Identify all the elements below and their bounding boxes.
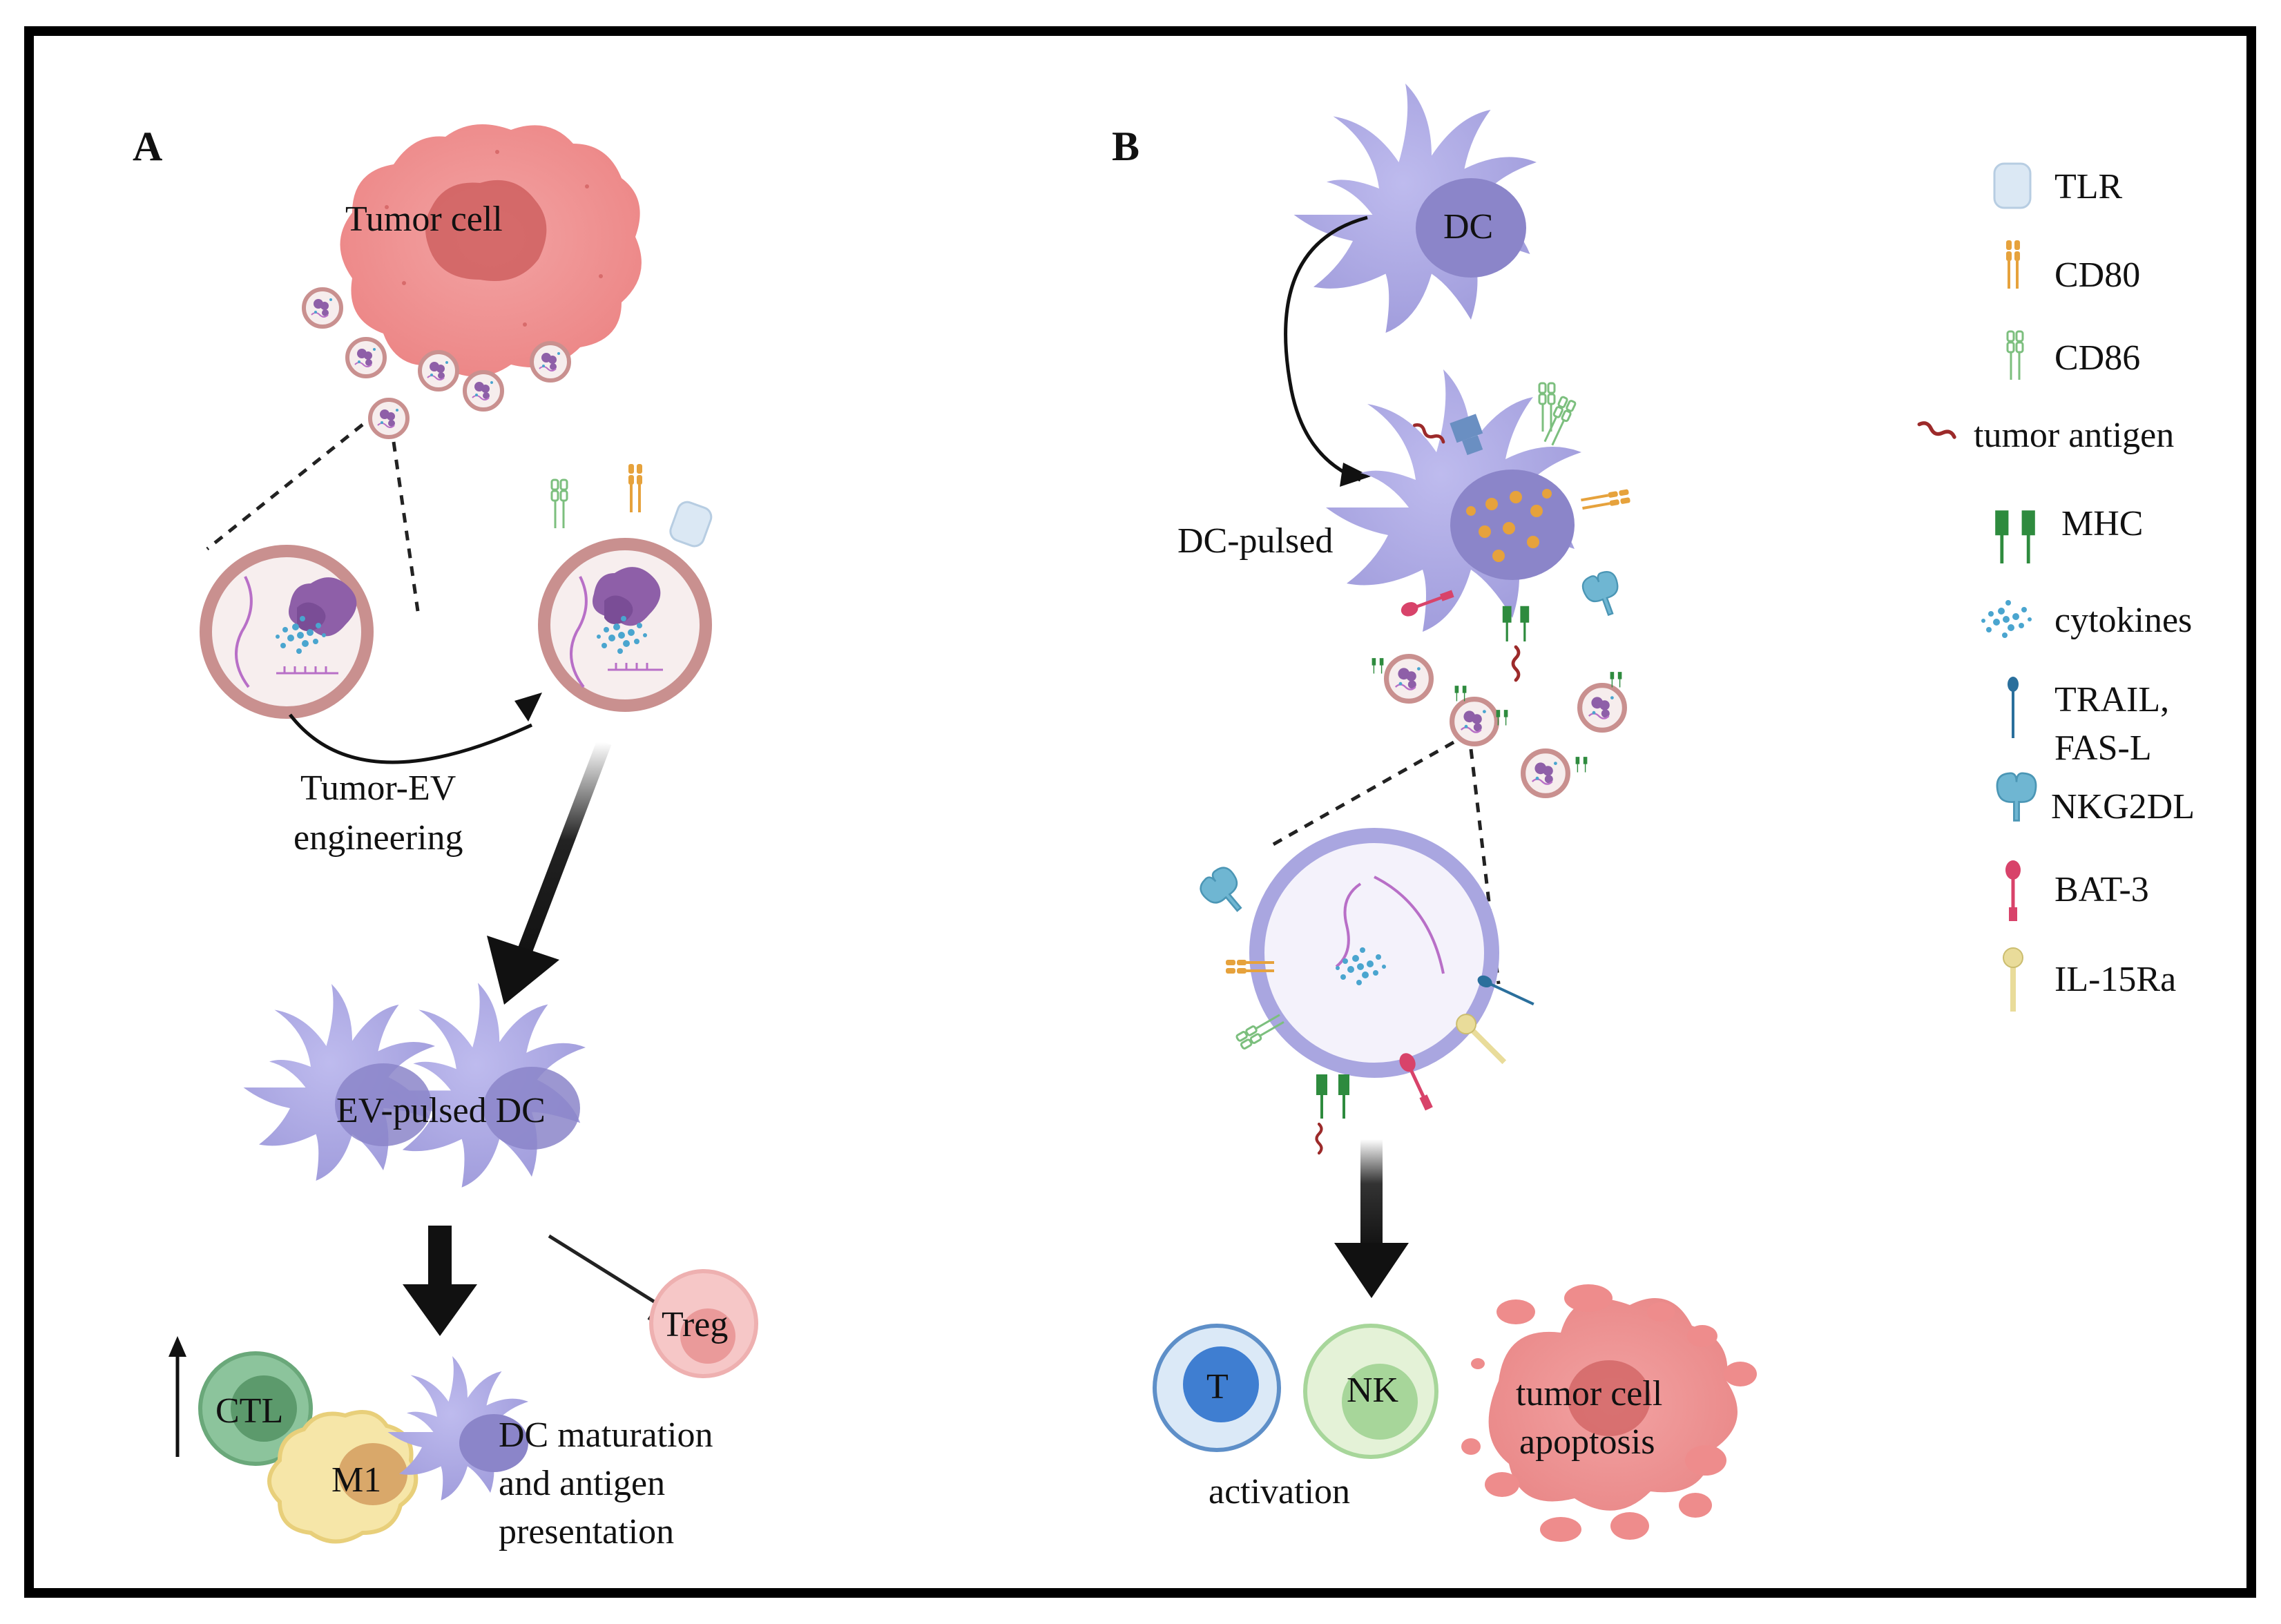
ctl-cell bbox=[198, 1351, 313, 1466]
activation-label: activation bbox=[1209, 1472, 1350, 1511]
legend-label-cd80: CD80 bbox=[2054, 255, 2140, 295]
legend-label-trail: TRAIL, bbox=[2054, 680, 2169, 719]
legend-label-il15ra: IL-15Ra bbox=[2054, 960, 2176, 999]
ev-pulsed-dc bbox=[243, 983, 586, 1188]
ev-pulsed-dc-label: EV-pulsed DC bbox=[336, 1091, 546, 1130]
tlr-icon bbox=[1993, 162, 2032, 209]
panel-a-letter: A bbox=[133, 124, 162, 169]
apoptosis-label-line1: tumor cell bbox=[1516, 1374, 1662, 1413]
dc-derived-ev bbox=[1195, 828, 1538, 1153]
engineered-tumor-ev bbox=[538, 463, 713, 712]
panel-b-letter: B bbox=[1112, 124, 1139, 169]
t-cell-label: T bbox=[1206, 1367, 1229, 1406]
zoom-line bbox=[206, 423, 364, 550]
tumor-cell-label: Tumor cell bbox=[345, 200, 503, 239]
maturation-label-line2: and antigen bbox=[499, 1464, 665, 1503]
legend-label-fasl: FAS-L bbox=[2054, 728, 2152, 768]
zoom-line bbox=[1469, 748, 1501, 985]
legend-label-bat3: BAT-3 bbox=[2054, 870, 2149, 909]
m1-macrophage bbox=[267, 1410, 418, 1544]
native-tumor-ev bbox=[200, 545, 374, 719]
legend-label-tumor-antigen: tumor antigen bbox=[1974, 416, 2174, 455]
nk-cell-label: NK bbox=[1347, 1371, 1399, 1410]
dc-cell bbox=[1293, 83, 1537, 333]
dc-pulsing-arrow bbox=[1284, 215, 1368, 482]
legend-label-mhc: MHC bbox=[2061, 504, 2143, 543]
tumor-cell bbox=[340, 124, 642, 377]
mature-dc bbox=[387, 1356, 528, 1500]
treg-cell bbox=[649, 1269, 758, 1378]
maturation-label-line3: presentation bbox=[499, 1512, 674, 1552]
dc-pulsed-label: DC-pulsed bbox=[1177, 521, 1333, 561]
engineering-label-line2: engineering bbox=[293, 818, 463, 858]
dc-label: DC bbox=[1443, 207, 1493, 246]
arrow-to-ev-pulsed-dc bbox=[487, 740, 612, 1005]
dc-pulsed-cell bbox=[1326, 369, 1633, 680]
apoptotic-tumor-cell bbox=[1461, 1284, 1757, 1542]
arrow-to-effectors bbox=[403, 1226, 477, 1336]
legend-label-cytokines: cytokines bbox=[2054, 601, 2192, 640]
apoptosis-label-line2: apoptosis bbox=[1519, 1422, 1655, 1462]
nk-cell bbox=[1303, 1324, 1438, 1459]
m1-label: M1 bbox=[331, 1460, 381, 1500]
legend-label-nkg2dl: NKG2DL bbox=[2051, 787, 2195, 826]
engineering-arrow bbox=[289, 713, 533, 764]
engineering-label-line1: Tumor-EV bbox=[300, 768, 456, 808]
maturation-label-line1: DC maturation bbox=[499, 1415, 713, 1455]
ctl-label: CTL bbox=[215, 1391, 283, 1431]
legend: TLR CD80 CD86 tumor antigen MHC cytokine… bbox=[1918, 162, 2195, 1012]
t-cell bbox=[1153, 1324, 1281, 1452]
arrow-to-activation bbox=[1334, 1139, 1409, 1298]
increase-arrow bbox=[169, 1336, 186, 1457]
legend-label-tlr: TLR bbox=[2054, 167, 2123, 206]
legend-label-cd86: CD86 bbox=[2054, 338, 2140, 378]
treg-label: Treg bbox=[662, 1305, 728, 1344]
